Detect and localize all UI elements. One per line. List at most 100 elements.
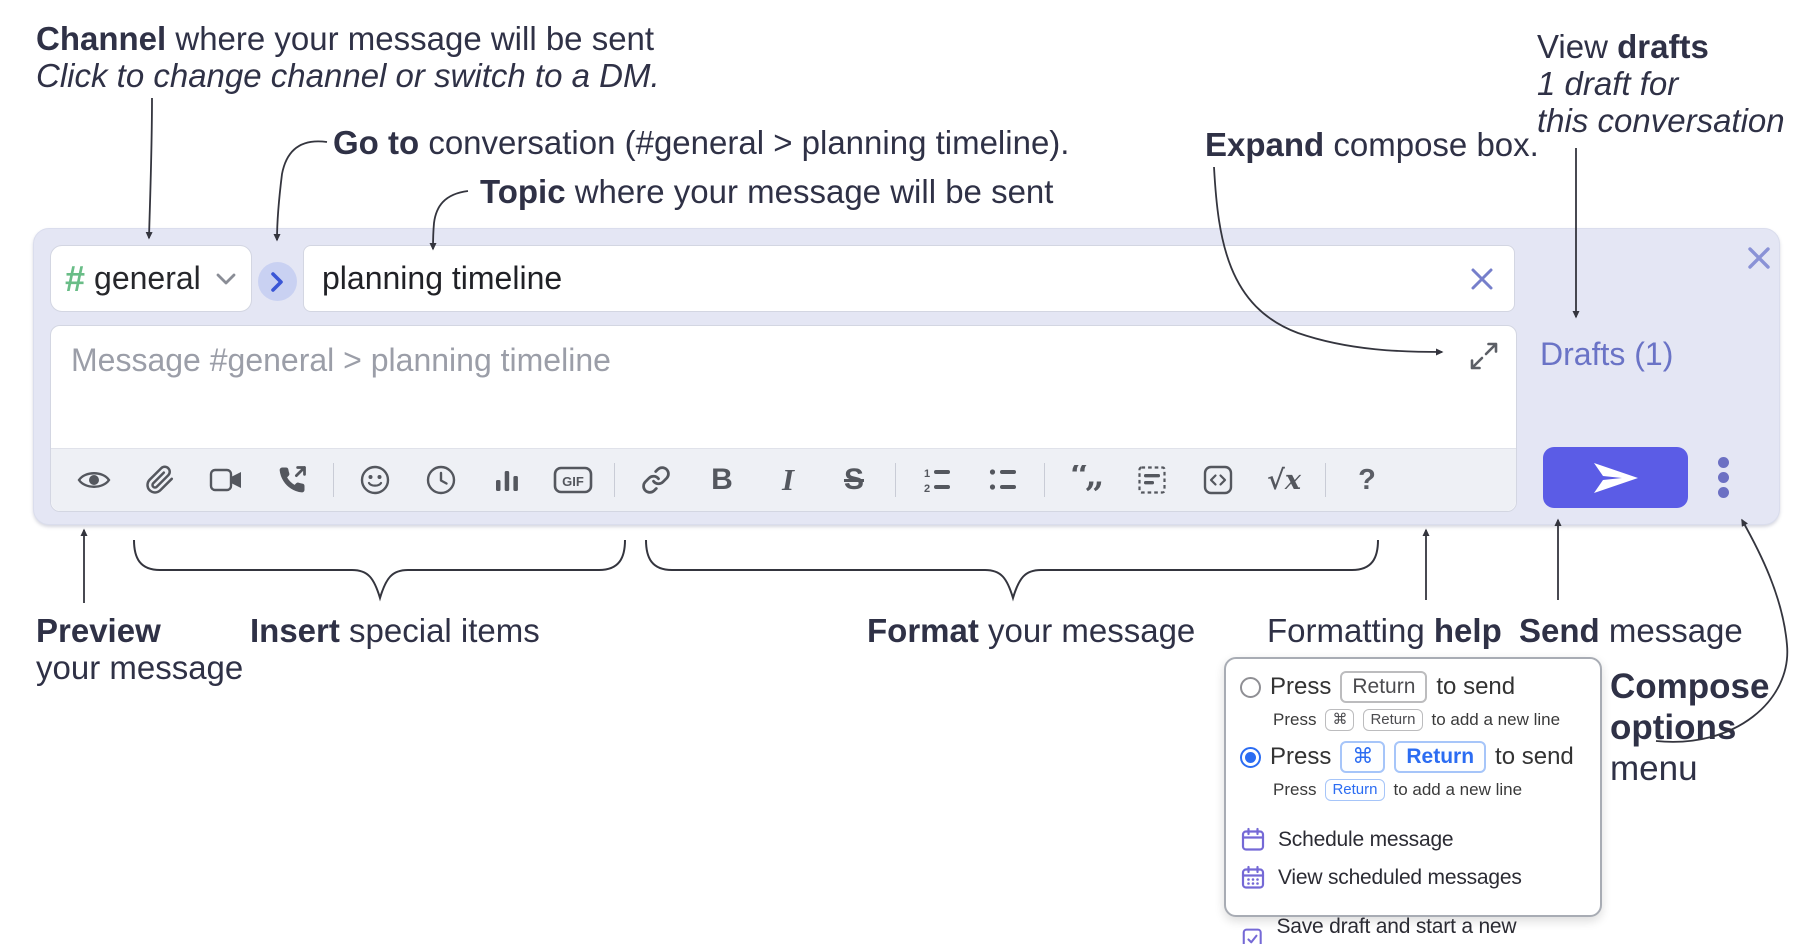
annotation-channel: Channel where your message will be sent …: [36, 20, 660, 94]
annotation-format-bold: Format: [867, 612, 979, 649]
phone-outgoing-icon: [279, 466, 306, 493]
annotation-topic: Topic where your message will be sent: [480, 173, 1053, 210]
annotation-channel-sub: Click to change channel or switch to a D…: [36, 57, 660, 94]
annotation-expand-bold: Expand: [1205, 126, 1325, 163]
numbered-list-icon: 1 2: [924, 468, 950, 494]
menu-item-view-scheduled[interactable]: View scheduled messages: [1226, 859, 1600, 897]
chevron-right-icon: [271, 271, 283, 292]
calendar-icon: [1241, 827, 1265, 851]
poll-button[interactable]: [484, 457, 530, 503]
annotation-view-drafts: View drafts 1 draft for this conversatio…: [1537, 28, 1785, 139]
annotation-expand-rest: compose box.: [1324, 126, 1539, 163]
option2-post: to send: [1495, 743, 1574, 770]
topic-input[interactable]: planning timeline: [303, 245, 1515, 312]
message-formatting-help-button[interactable]: ?: [1344, 457, 1390, 503]
option1-sub-pre: Press: [1273, 710, 1317, 729]
link-button[interactable]: [633, 457, 679, 503]
bold-button[interactable]: B: [699, 457, 745, 503]
emoji-button[interactable]: [352, 457, 398, 503]
gif-button[interactable]: GIF: [550, 457, 596, 503]
compose-options-menu-button[interactable]: [1712, 457, 1734, 498]
latex-icon: √x: [1267, 464, 1301, 496]
annotation-compose-menu-line3: menu: [1610, 749, 1698, 788]
topic-value: planning timeline: [322, 260, 563, 296]
channel-selector[interactable]: # general: [50, 245, 252, 312]
annotation-view-drafts-pre: View: [1537, 28, 1618, 65]
message-placeholder: Message #general > planning timeline: [71, 342, 611, 378]
annotation-topic-rest: where your message will be sent: [565, 173, 1054, 210]
option1-pre: Press: [1270, 673, 1332, 700]
annotation-compose-menu-line1: Compose: [1610, 667, 1770, 706]
clear-topic-icon[interactable]: [1468, 265, 1496, 293]
go-to-conversation-button[interactable]: [258, 262, 297, 301]
drafts-link[interactable]: Drafts (1): [1540, 336, 1674, 372]
menu-item-schedule-message[interactable]: Schedule message: [1226, 821, 1600, 859]
save-draft-icon: [1242, 928, 1262, 944]
leader-channel: [145, 97, 153, 240]
annotation-format: Format your message: [867, 612, 1195, 649]
return-keycap: Return: [1325, 779, 1385, 801]
menu-option-cmd-enter-to-send[interactable]: Press ⌘ Return to send: [1226, 739, 1600, 775]
clock-icon: [426, 465, 456, 495]
radio-selected-icon[interactable]: [1240, 746, 1261, 768]
option1-sub-post: to add a new line: [1431, 710, 1561, 729]
audio-call-button[interactable]: [269, 457, 315, 503]
toolbar-divider: [333, 463, 334, 497]
annotation-view-drafts-bold: drafts: [1617, 28, 1709, 65]
annotation-insert-rest: special items: [339, 612, 540, 649]
toolbar-divider: [1044, 463, 1045, 497]
math-button[interactable]: √x: [1261, 457, 1307, 503]
toolbar-divider: [1325, 463, 1326, 497]
eye-icon: [77, 472, 111, 488]
annotation-preview-line2: your message: [36, 649, 244, 686]
annotation-send: Send message: [1519, 612, 1743, 649]
annotation-help-bold: help: [1433, 612, 1502, 649]
quote-button[interactable]: “ „: [1063, 457, 1109, 503]
quote-icon: “ „: [1070, 465, 1103, 495]
annotation-channel-bold: Channel: [36, 20, 167, 57]
annotation-send-rest: message: [1599, 612, 1743, 649]
code-button[interactable]: [1195, 457, 1241, 503]
numbered-list-button[interactable]: 1 2: [914, 457, 960, 503]
schedule-time-button[interactable]: [418, 457, 464, 503]
menu-option-enter-to-send[interactable]: Press Return to send: [1226, 669, 1600, 705]
dot-icon: [1717, 487, 1729, 498]
brace-format: [645, 539, 1379, 602]
message-compose-area[interactable]: Message #general > planning timeline: [50, 325, 1517, 512]
channel-hash-icon: #: [65, 257, 86, 299]
expand-compose-icon[interactable]: [1468, 340, 1500, 372]
svg-text:GIF: GIF: [562, 474, 584, 489]
return-keycap: Return: [1340, 671, 1428, 703]
svg-text:1: 1: [924, 468, 930, 480]
close-compose-icon[interactable]: [1743, 242, 1775, 274]
return-keycap: Return: [1363, 709, 1423, 731]
video-call-button[interactable]: [203, 457, 249, 503]
attach-file-button[interactable]: [137, 457, 183, 503]
bulleted-list-button[interactable]: [980, 457, 1026, 503]
gif-icon: GIF: [553, 466, 593, 494]
code-icon: [1203, 465, 1233, 495]
menu-item-label: Save draft and start a new message: [1276, 915, 1517, 944]
paperclip-icon: [146, 465, 174, 494]
annotation-format-rest: your message: [978, 612, 1196, 649]
italic-button[interactable]: I: [765, 457, 811, 503]
svg-text:2: 2: [924, 483, 930, 494]
option2-sub-post: to add a new line: [1393, 780, 1523, 799]
preview-message-button[interactable]: [71, 457, 117, 503]
cmd-keycap: ⌘: [1325, 709, 1355, 731]
annotation-goto-rest: conversation (#general > planning timeli…: [419, 124, 1070, 161]
link-icon: [642, 466, 670, 494]
spoiler-button[interactable]: [1129, 457, 1175, 503]
radio-unselected-icon[interactable]: [1240, 676, 1261, 698]
strikethrough-button[interactable]: S: [831, 457, 877, 503]
send-button[interactable]: [1543, 447, 1688, 508]
italic-icon: I: [781, 462, 795, 497]
annotation-view-drafts-line2: 1 draft for: [1537, 65, 1679, 102]
bulleted-list-icon: [989, 469, 1016, 490]
channel-name: general: [94, 260, 201, 296]
annotation-compose-menu-line2: options: [1610, 708, 1737, 747]
menu-item-save-draft[interactable]: Save draft and start a new message: [1226, 909, 1600, 944]
dot-icon: [1717, 457, 1729, 468]
chevron-down-icon: [216, 273, 236, 284]
annotation-goto-bold: Go to: [333, 124, 420, 161]
